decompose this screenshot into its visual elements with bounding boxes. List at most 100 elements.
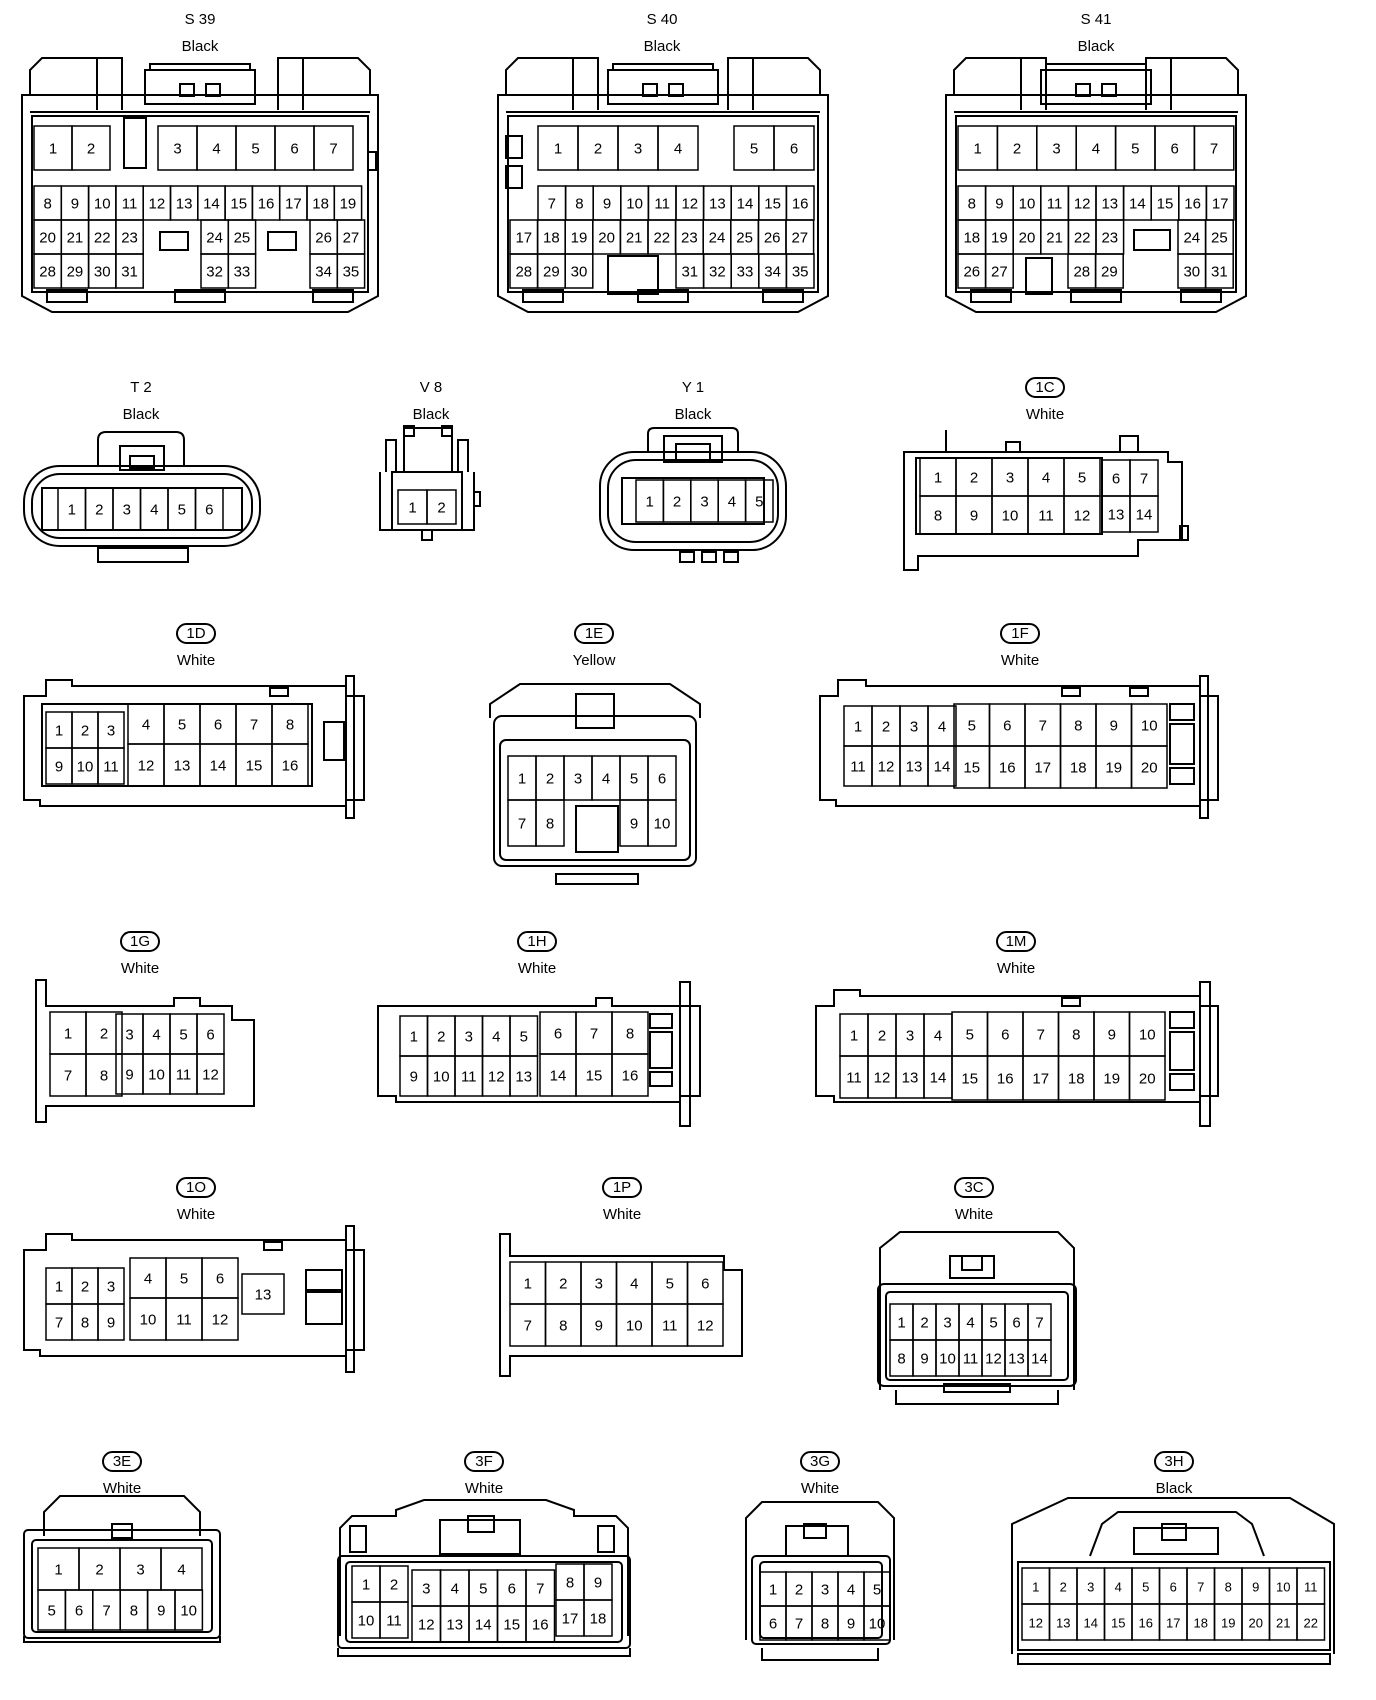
pin-label: 17 bbox=[1032, 1071, 1049, 1088]
pin-label: 5 bbox=[989, 1315, 997, 1332]
pin-label: 4 bbox=[1115, 1580, 1122, 1595]
pin-label: 1 bbox=[408, 500, 416, 517]
pin-label: 2 bbox=[878, 1028, 886, 1045]
pin-label: 12 bbox=[1074, 508, 1091, 525]
pin-label: 9 bbox=[995, 196, 1003, 213]
connector-color: Black bbox=[123, 406, 160, 423]
pin-label: 1 bbox=[64, 1026, 72, 1043]
pin-label: 35 bbox=[792, 264, 809, 281]
pin-label: 19 bbox=[340, 196, 357, 213]
pin-label: 14 bbox=[1031, 1351, 1048, 1368]
pin-label: 10 bbox=[1141, 718, 1158, 735]
pin-label: 4 bbox=[847, 1582, 855, 1599]
pin-label: 14 bbox=[550, 1068, 567, 1085]
pin-label: 8 bbox=[43, 196, 51, 213]
pin-label: 2 bbox=[95, 502, 103, 519]
pin-label: 2 bbox=[559, 1276, 567, 1293]
connector-code: 1C bbox=[1035, 379, 1054, 396]
pin-label: 7 bbox=[1140, 471, 1148, 488]
pin-label: 4 bbox=[728, 494, 736, 511]
pin-label: 9 bbox=[594, 1575, 602, 1592]
connector-code: 1E bbox=[585, 625, 603, 642]
pin-label: 7 bbox=[102, 1603, 110, 1620]
pin-label: 8 bbox=[546, 816, 554, 833]
pin-label: 12 bbox=[149, 196, 166, 213]
pin-label: 1 bbox=[974, 141, 982, 158]
pin-label: 6 bbox=[1171, 141, 1179, 158]
connector-code-badge bbox=[102, 1451, 142, 1472]
pin-label: 35 bbox=[343, 264, 360, 281]
pin-label: 11 bbox=[662, 1318, 678, 1335]
pin-label: 4 bbox=[602, 771, 610, 788]
connector-code-badge bbox=[1154, 1451, 1194, 1472]
pin-label: 14 bbox=[210, 758, 227, 775]
pin-label: 6 bbox=[75, 1603, 83, 1620]
pin-label: 2 bbox=[673, 494, 681, 511]
pin-label: 1 bbox=[854, 719, 862, 736]
pin-label: 2 bbox=[81, 1279, 89, 1296]
pin-label: 16 bbox=[792, 196, 809, 213]
pin-label: 4 bbox=[492, 1029, 500, 1046]
pin-label: 12 bbox=[202, 1067, 219, 1084]
pin-label: 11 bbox=[846, 1070, 862, 1087]
pin-label: 1 bbox=[934, 470, 942, 487]
pin-label: 8 bbox=[566, 1575, 574, 1592]
connector-code-badge bbox=[1025, 377, 1065, 398]
pin-label: 8 bbox=[81, 1315, 89, 1332]
connector-code-badge bbox=[120, 931, 160, 952]
pin-label: 11 bbox=[1047, 196, 1063, 213]
pin-label: 18 bbox=[1194, 1616, 1208, 1631]
pin-label: 6 bbox=[1012, 1315, 1020, 1332]
connector-color: Black bbox=[413, 406, 450, 423]
pin-label: 4 bbox=[142, 717, 150, 734]
pin-label: 4 bbox=[966, 1315, 974, 1332]
pin-label: 7 bbox=[524, 1318, 532, 1335]
pin-label: 3 bbox=[910, 719, 918, 736]
pin-label: 16 bbox=[622, 1068, 639, 1085]
pin-label: 7 bbox=[1210, 141, 1218, 158]
pin-label: 3 bbox=[173, 141, 181, 158]
pin-label: 32 bbox=[709, 264, 726, 281]
pin-label: 9 bbox=[847, 1616, 855, 1633]
pin-label: 7 bbox=[1035, 1315, 1043, 1332]
pin-label: 13 bbox=[446, 1617, 463, 1634]
pin-label: 5 bbox=[1131, 141, 1139, 158]
pin-label: 2 bbox=[546, 771, 554, 788]
pin-label: 6 bbox=[790, 141, 798, 158]
connector-color: Black bbox=[675, 406, 712, 423]
pin-label: 23 bbox=[1101, 230, 1118, 247]
pin-label: 6 bbox=[1003, 718, 1011, 735]
pin-label: 2 bbox=[795, 1582, 803, 1599]
pin-label: 10 bbox=[1019, 196, 1036, 213]
pin-label: 3 bbox=[123, 502, 131, 519]
pin-label: 7 bbox=[590, 1026, 598, 1043]
pin-label: 5 bbox=[750, 141, 758, 158]
pin-label: 10 bbox=[1139, 1027, 1156, 1044]
pin-label: 8 bbox=[968, 196, 976, 213]
pin-label: 14 bbox=[1084, 1616, 1098, 1631]
pin-label: 1 bbox=[410, 1029, 418, 1046]
pin-label: 6 bbox=[658, 771, 666, 788]
pin-label: 2 bbox=[87, 141, 95, 158]
pin-label: 7 bbox=[536, 1581, 544, 1598]
pin-label: 31 bbox=[1211, 264, 1228, 281]
pin-label: 13 bbox=[255, 1287, 272, 1304]
pin-label: 9 bbox=[410, 1069, 418, 1086]
connector-color: White bbox=[518, 960, 556, 977]
pin-label: 30 bbox=[1183, 264, 1200, 281]
pin-label: 30 bbox=[571, 264, 588, 281]
pin-label: 4 bbox=[150, 502, 158, 519]
pin-label: 3 bbox=[821, 1582, 829, 1599]
pin-label: 19 bbox=[571, 230, 588, 247]
pin-label: 13 bbox=[515, 1069, 532, 1086]
pin-label: 18 bbox=[590, 1611, 607, 1628]
pin-label: 1 bbox=[518, 771, 526, 788]
pin-label: 2 bbox=[970, 470, 978, 487]
pin-label: 4 bbox=[1042, 470, 1050, 487]
pin-label: 31 bbox=[121, 264, 138, 281]
pin-label: 20 bbox=[39, 230, 56, 247]
